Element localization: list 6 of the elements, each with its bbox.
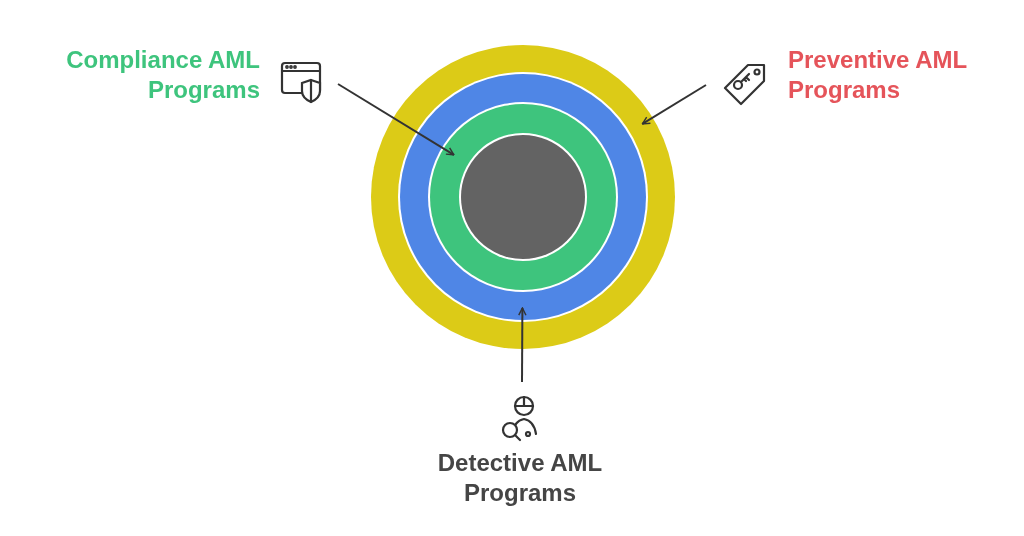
- category-label: Detective AML Programs: [436, 448, 604, 508]
- arrow: [641, 84, 707, 125]
- arrow: [337, 83, 455, 156]
- category-label: Compliance AML Programs: [65, 45, 260, 105]
- category-label: Preventive AML Programs: [788, 45, 968, 105]
- arrow: [518, 307, 527, 383]
